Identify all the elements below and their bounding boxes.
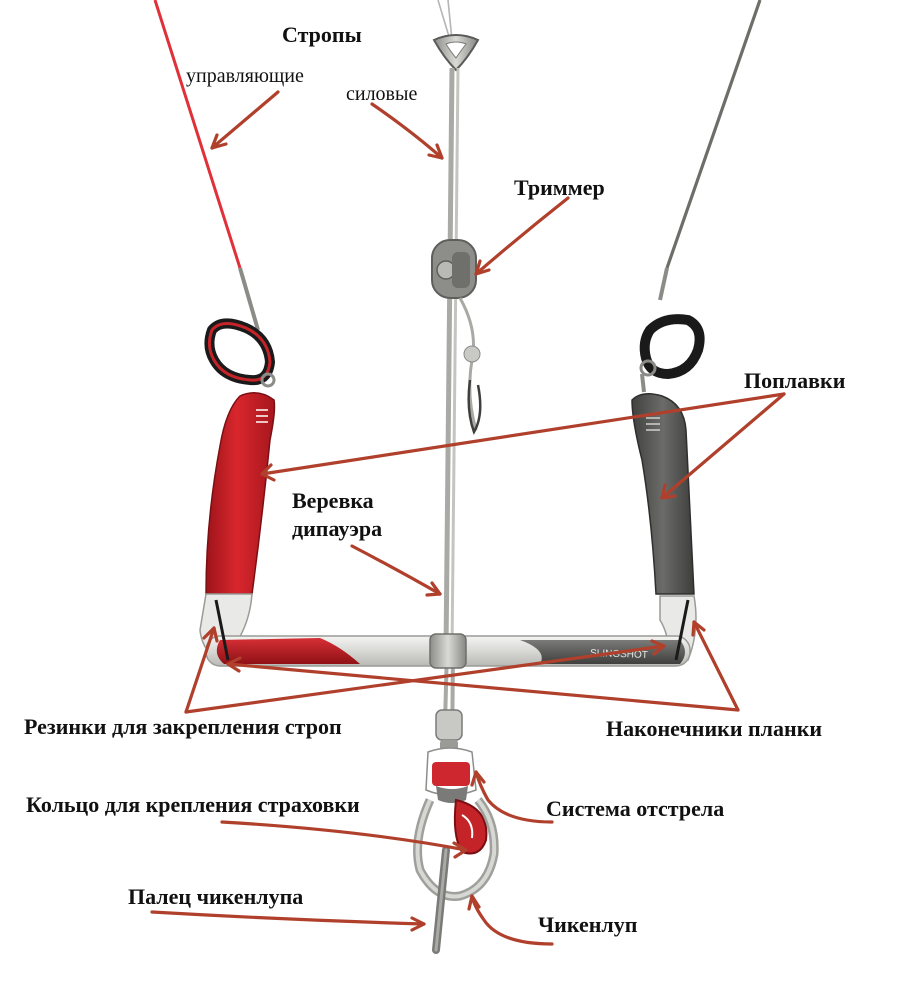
arrow-bar-end-right: [694, 622, 738, 710]
arrow-depower-rope: [352, 546, 440, 594]
right-leader-loop: [641, 319, 700, 392]
chickenloop-finger: [436, 850, 446, 950]
label-leash-ring: Кольцо для крепления страховки: [26, 792, 360, 817]
label-lines: Стропы: [282, 22, 362, 47]
steering-line-right: [660, 0, 760, 300]
arrow-retainer-left: [186, 628, 214, 712]
float-left: [206, 393, 275, 594]
power-line-connector: [434, 35, 478, 70]
label-depower-rope-1: Веревка: [292, 488, 374, 513]
label-bar-ends: Наконечники планки: [606, 716, 822, 741]
label-chickenloop-finger: Палец чикенлупа: [128, 884, 303, 909]
label-line-retainers: Резинки для закрепления строп: [24, 714, 342, 739]
label-steering-lines: управляющие: [186, 65, 304, 87]
arrow-leash-ring: [222, 822, 466, 850]
arrow-trimmer: [476, 198, 568, 274]
label-floats: Поплавки: [744, 368, 846, 393]
arrow-chickenloop-finger: [152, 912, 424, 924]
arrow-power-lines: [372, 104, 442, 158]
release-system: [426, 710, 476, 803]
arrow-steering-lines: [212, 92, 278, 148]
labels: Стропы управляющие силовые Триммер Попла…: [24, 22, 846, 937]
label-depower-rope-2: дипауэра: [292, 516, 382, 541]
left-leader-loop: [209, 323, 274, 386]
label-release-system: Система отстрела: [546, 796, 724, 821]
steering-line-left: [155, 0, 258, 330]
label-trimmer: Триммер: [514, 175, 605, 200]
power-lines: [438, 0, 452, 40]
label-chickenloop: Чикенлуп: [538, 912, 638, 937]
label-power-lines: силовые: [346, 83, 417, 105]
